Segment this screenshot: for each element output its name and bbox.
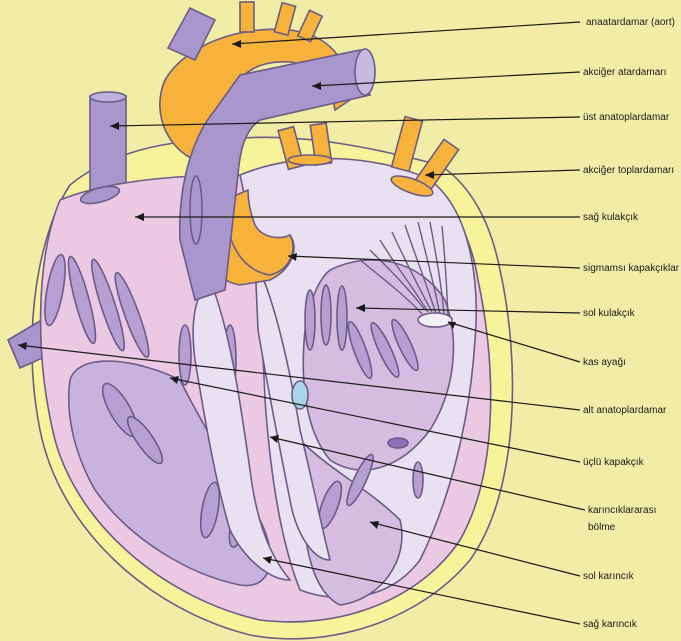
- papillary-muscle-shape: [417, 312, 453, 328]
- label-pulmonary-artery: akciğer atardamarı: [583, 67, 666, 78]
- label-septum-line1: karıncıklararası: [588, 505, 656, 516]
- brachiocephalic-vein: [166, 6, 217, 62]
- atrial-fold: [189, 175, 203, 245]
- label-semilunar-valves: sigmamsı kapakçıklar: [583, 263, 680, 274]
- label-right-ventricle: sağ karıncık: [583, 619, 638, 630]
- aorta-ascending: [224, 188, 294, 276]
- aortic-branches: [239, 1, 324, 43]
- valve-small: [387, 437, 409, 449]
- label-left-atrium: sol kulakçık: [583, 308, 636, 319]
- label-superior-vena-cava: üst anatoplardamar: [583, 112, 670, 123]
- pulmonary-artery-shape: [178, 49, 371, 302]
- central-septum-band: [192, 278, 292, 581]
- label-left-ventricle: sol karıncık: [583, 571, 635, 582]
- ventricle-white-strip: [254, 259, 332, 561]
- label-papillary-muscle: kas ayağı: [583, 357, 626, 368]
- valve-spot: [291, 380, 309, 410]
- label-right-atrium: sağ kulakçık: [583, 212, 639, 223]
- label-tricuspid-valve: üçlü kapakçık: [583, 457, 645, 468]
- arrowheads: [18, 40, 456, 564]
- label-pulmonary-veins: akciğer toplardamarı: [583, 165, 674, 176]
- label-aorta: anaatardamar (aort): [586, 17, 675, 28]
- label-inferior-vena-cava: alt anatoplardamar: [583, 405, 667, 416]
- pulmonary-veins-shape: [277, 115, 460, 197]
- label-septum-line2: bölme: [588, 522, 616, 533]
- atrium-opening: [79, 185, 121, 205]
- leader-lines: [17, 21, 586, 625]
